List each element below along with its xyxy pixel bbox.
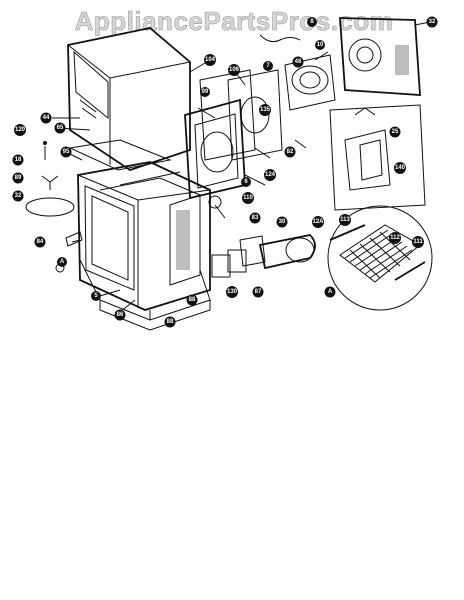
- svg-text:48: 48: [295, 59, 302, 65]
- svg-text:32: 32: [429, 19, 436, 25]
- callout-82: 82: [284, 146, 296, 158]
- callout-86: 86: [114, 309, 126, 321]
- svg-text:8: 8: [310, 19, 314, 25]
- turntable: [25, 141, 75, 217]
- svg-text:99: 99: [202, 89, 209, 95]
- callout-83: 83: [249, 212, 261, 224]
- small-parts: [55, 195, 247, 278]
- callout-10: 10: [315, 40, 325, 50]
- svg-text:25: 25: [392, 129, 399, 135]
- callout-88-lower: 88: [164, 316, 176, 328]
- svg-text:110: 110: [243, 195, 253, 201]
- svg-text:87: 87: [255, 289, 262, 295]
- callout-111: 111: [412, 236, 424, 248]
- callout-a-left: A: [57, 257, 67, 267]
- callout-104: 104: [204, 54, 216, 66]
- svg-text:84: 84: [37, 239, 44, 245]
- svg-text:7: 7: [266, 63, 270, 69]
- svg-text:95: 95: [63, 149, 70, 155]
- svg-text:124: 124: [265, 172, 276, 178]
- svg-text:106: 106: [229, 67, 240, 73]
- callout-a-detail: A: [324, 286, 336, 298]
- callout-89: 89: [12, 172, 24, 184]
- callout-30: 30: [276, 216, 288, 228]
- callout-84: 84: [34, 236, 46, 248]
- callout-112: 112: [389, 232, 401, 244]
- callout-113: 113: [339, 214, 351, 226]
- callout-7: 7: [263, 61, 273, 71]
- rear-cover: [339, 17, 421, 96]
- callout-44: 44: [40, 112, 52, 124]
- callout-6: 6: [241, 177, 251, 187]
- svg-text:12A: 12A: [312, 219, 324, 225]
- callout-124: 124: [264, 169, 276, 181]
- svg-text:30: 30: [279, 219, 286, 225]
- svg-text:82: 82: [287, 149, 294, 155]
- callout-25: 25: [389, 126, 401, 138]
- svg-text:88: 88: [189, 297, 196, 303]
- svg-text:A: A: [60, 259, 65, 265]
- cabinet-wrapper: [67, 27, 191, 171]
- svg-text:88: 88: [167, 319, 174, 325]
- callout-130: 130: [226, 286, 238, 298]
- callout-106: 106: [228, 64, 240, 76]
- svg-text:32: 32: [15, 193, 22, 199]
- svg-text:6: 6: [244, 179, 248, 185]
- callout-18: 18: [12, 154, 24, 166]
- oven-cavity: [77, 161, 211, 311]
- svg-text:A: A: [328, 289, 333, 295]
- callout-95: 95: [60, 146, 72, 158]
- svg-text:65: 65: [57, 125, 64, 131]
- blower-assembly: [239, 234, 316, 270]
- callout-8: 8: [307, 17, 317, 27]
- callout-140: 140: [394, 162, 406, 174]
- magnetron-cluster: [259, 34, 336, 111]
- detail-inset-switch: [329, 104, 426, 211]
- svg-text:140: 140: [395, 165, 406, 171]
- svg-text:130: 130: [227, 289, 238, 295]
- svg-text:44: 44: [43, 115, 50, 121]
- svg-text:104: 104: [205, 57, 216, 63]
- callout-87: 87: [252, 286, 264, 298]
- svg-text:83: 83: [252, 215, 259, 221]
- callout-110: 110: [242, 192, 254, 204]
- callout-48: 48: [292, 56, 304, 68]
- svg-text:111: 111: [413, 239, 423, 245]
- svg-text:18: 18: [15, 157, 22, 163]
- svg-text:89: 89: [15, 175, 22, 181]
- svg-text:5: 5: [94, 293, 98, 299]
- leader-lines: [52, 21, 431, 320]
- callout-5: 5: [91, 291, 101, 301]
- svg-text:135: 135: [260, 107, 271, 113]
- callout-135: 135: [259, 104, 271, 116]
- callout-99: 99: [200, 87, 210, 97]
- callout-12a: 12A: [312, 216, 324, 228]
- svg-text:10: 10: [317, 42, 324, 48]
- svg-text:112: 112: [390, 235, 400, 241]
- svg-text:113: 113: [340, 217, 350, 223]
- svg-text:86: 86: [117, 312, 124, 318]
- svg-text:120: 120: [15, 127, 26, 133]
- callout-65: 65: [54, 122, 66, 134]
- callout-88: 88: [186, 294, 198, 306]
- callout-32-turntable: 32: [12, 190, 24, 202]
- callout-120: 120: [14, 124, 26, 136]
- callout-32: 32: [426, 16, 438, 28]
- insulation-panel: [68, 139, 172, 171]
